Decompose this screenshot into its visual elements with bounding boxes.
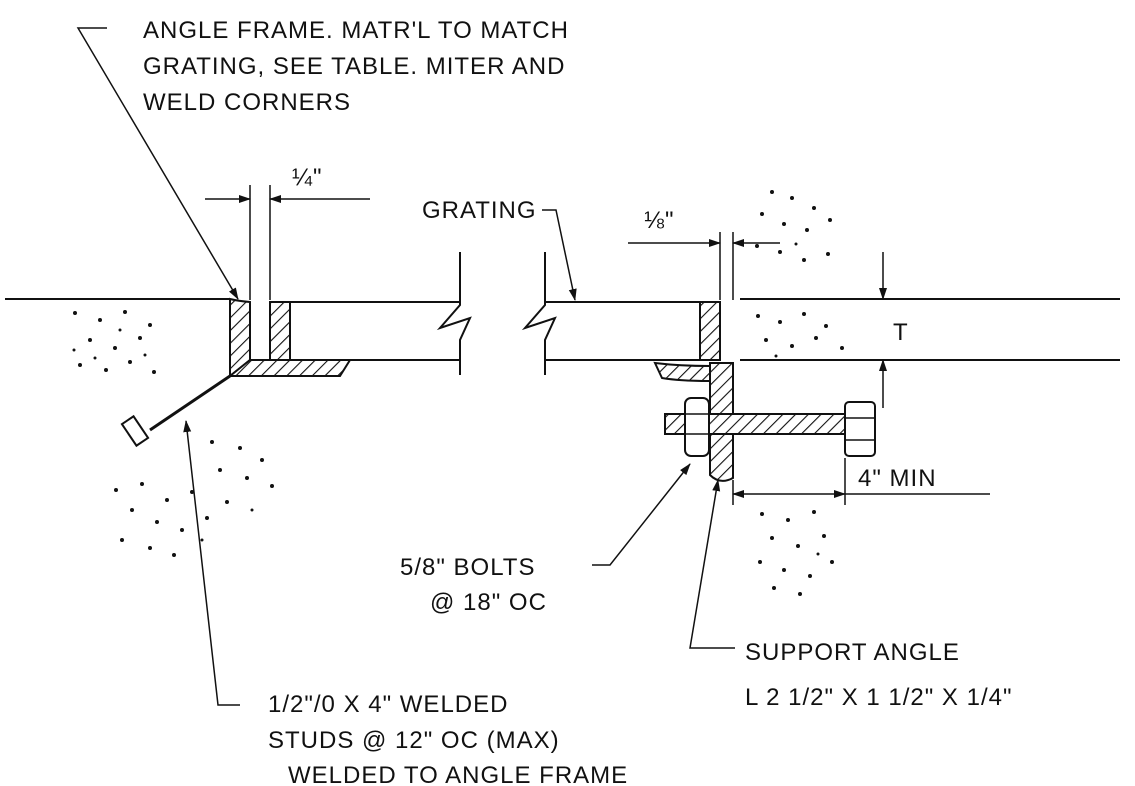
eighth-inch-label: ⅛" [644,207,675,234]
studs-note-line3: WELDED TO ANGLE FRAME [288,762,628,786]
grating-end-bar [699,301,721,361]
angle-frame-note-line3: WELD CORNERS [143,89,351,116]
left-angle-frame [227,297,352,379]
four-inch-min-dimension [732,458,990,505]
angle-frame-note-line1: ANGLE FRAME. MATR'L TO MATCH [143,17,569,44]
four-inch-min-label: 4" MIN [858,465,937,492]
quarter-inch-label: ¼" [292,164,323,191]
bolts-note-line1: 5/8" BOLTS [400,554,535,581]
concrete-speckles [72,190,844,596]
eighth-inch-dimension [628,232,780,300]
support-angle-note-line1: SUPPORT ANGLE [745,639,960,666]
support-angle-note-line2: L 2 1/2" X 1 1/2" X 1/4" [745,684,1013,711]
welded-stud [120,374,231,448]
studs-note-line1: 1/2"/0 X 4" WELDED [268,691,508,718]
studs-note-line2: STUDS @ 12" OC (MAX) [268,727,560,754]
grating-label: GRATING [422,197,537,224]
bolts-note-line2: @ 18" OC [430,589,547,616]
thickness-label: T [893,319,909,346]
grating-right [521,252,700,375]
angle-frame-note-line2: GRATING, SEE TABLE. MITER AND [143,53,565,80]
annotation-text: ANGLE FRAME. MATR'L TO MATCH GRATING, SE… [143,17,1013,786]
bolt-assembly [664,397,876,457]
quarter-inch-dimension [205,185,370,300]
leader-lines [76,27,735,706]
grating-left [290,252,472,375]
